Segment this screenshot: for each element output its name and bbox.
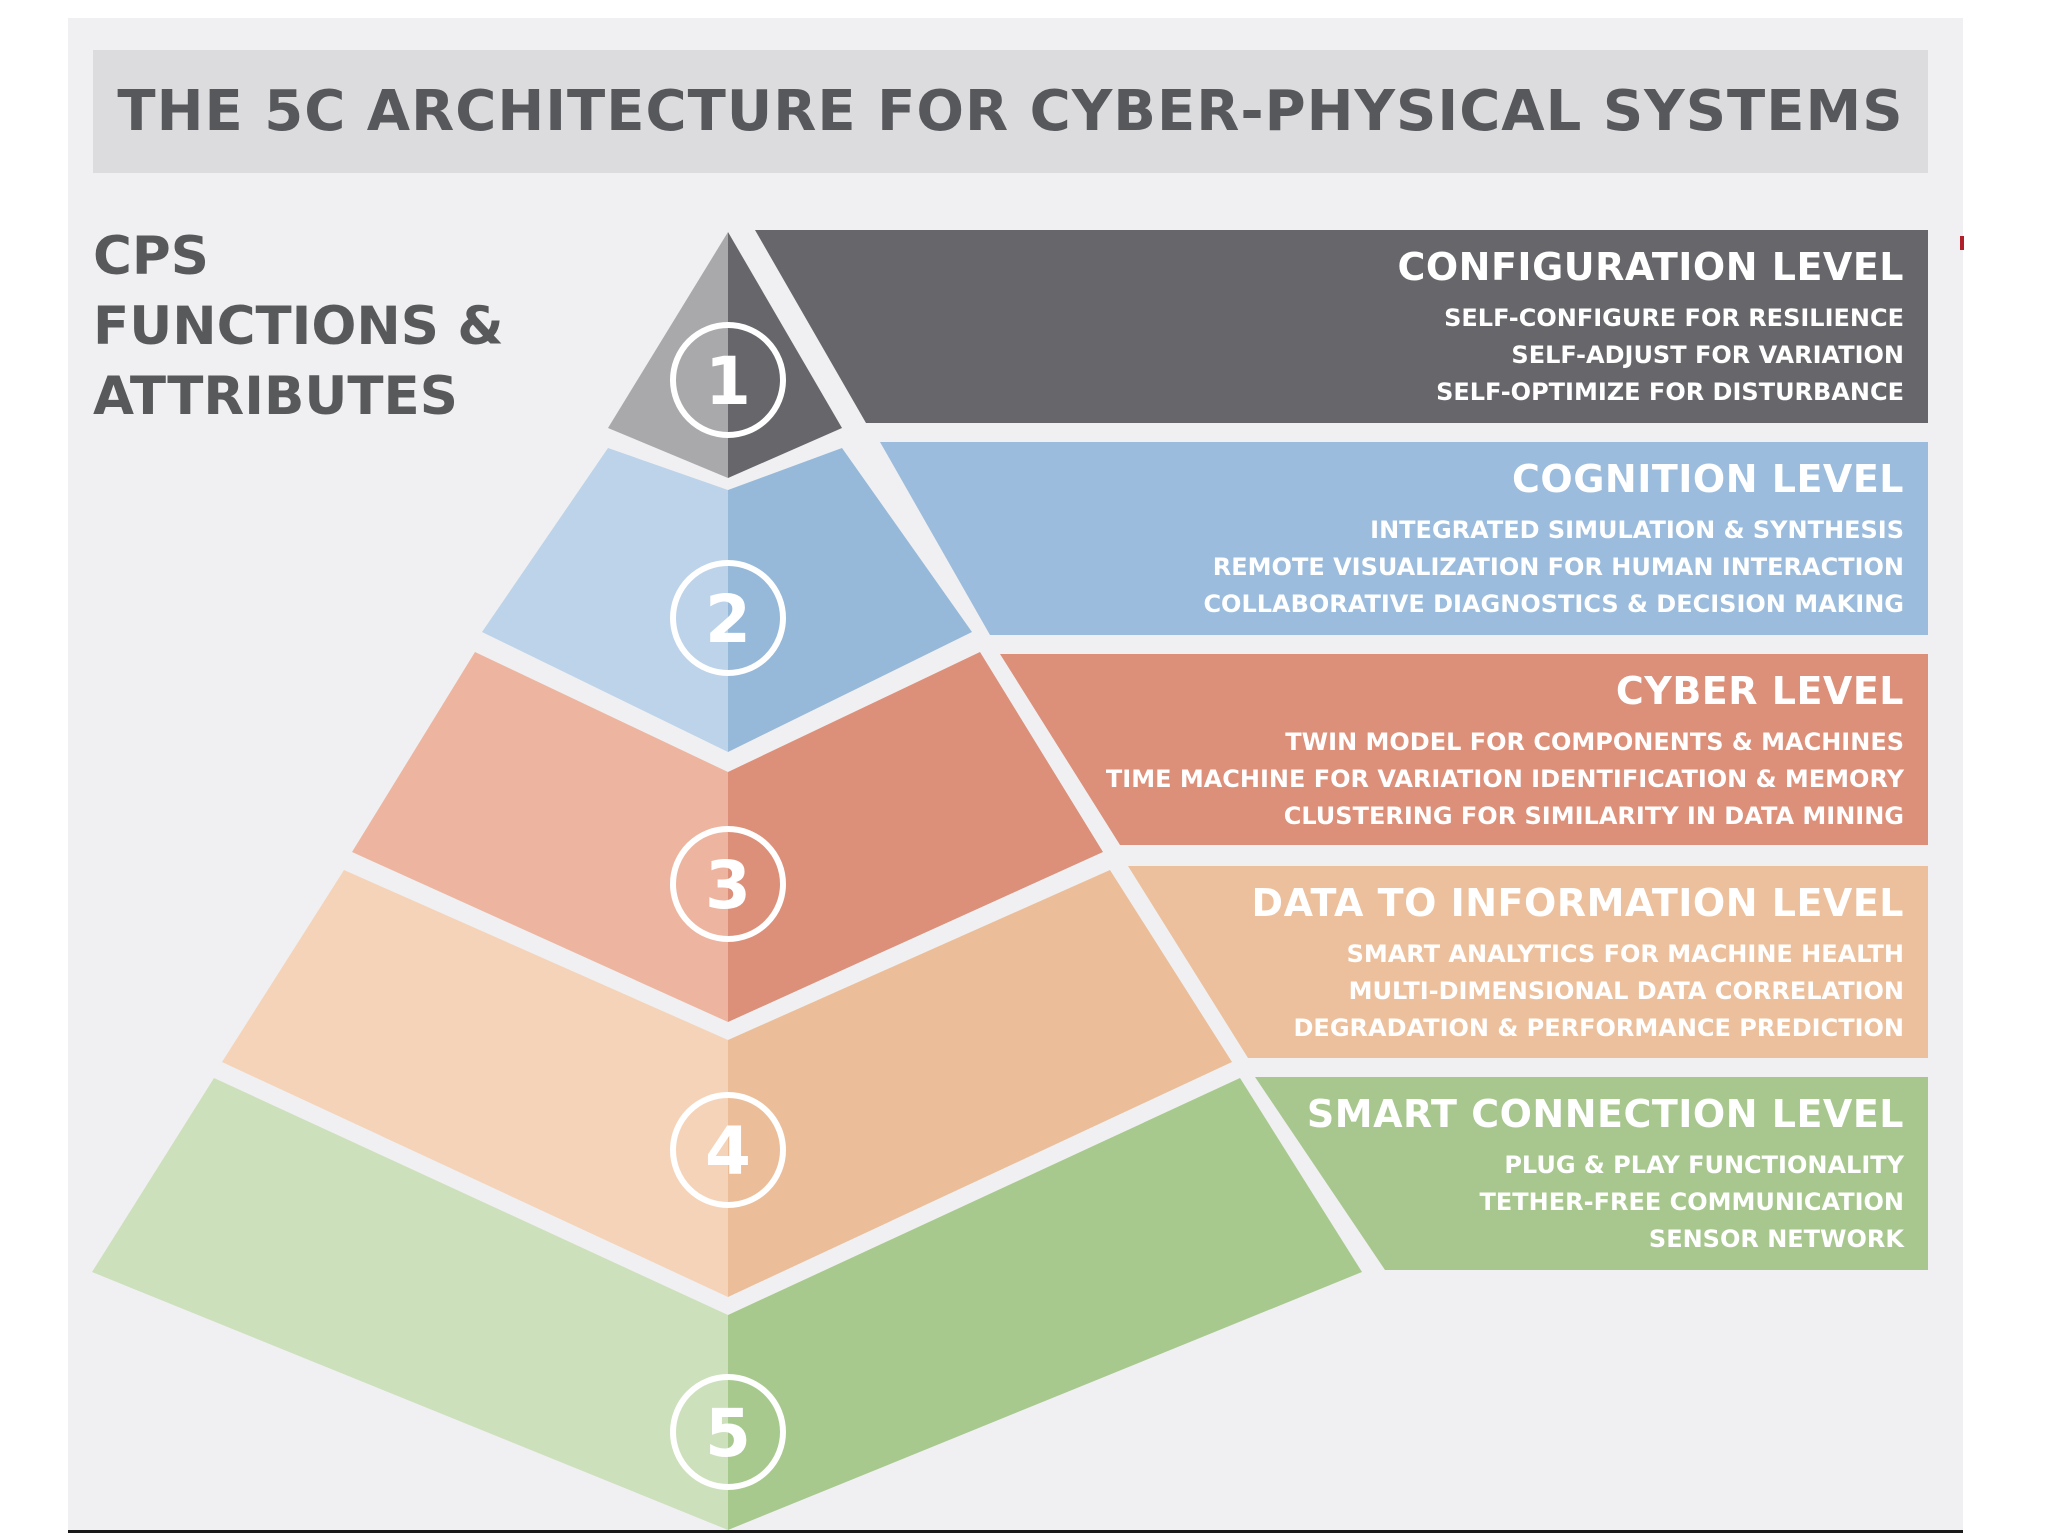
pyramid-tier-2-left [482, 448, 728, 752]
level-3-number-circle [670, 826, 786, 942]
pyramid-tier-2-right [728, 448, 972, 752]
pyramid-tier-3-left [352, 652, 728, 1022]
level-2-band [880, 442, 1928, 635]
side-heading-line-3: ATTRIBUTES [93, 366, 458, 427]
level-4-title: DATA TO INFORMATION LEVEL [1252, 881, 1904, 925]
pyramid: 1 2 3 4 5 [92, 232, 1362, 1530]
level-5-item: SENSOR NETWORK [1649, 1225, 1905, 1253]
pyramid-tier-1-right [728, 232, 842, 478]
level-bands: CONFIGURATION LEVEL SELF-CONFIGURE FOR RE… [755, 230, 1928, 1270]
level-2-item: REMOTE VISUALIZATION FOR HUMAN INTERACTI… [1213, 553, 1904, 581]
level-2-number-circle [670, 560, 786, 676]
pyramid-tier-4-left [222, 870, 728, 1297]
level-5-band [1255, 1077, 1928, 1270]
pyramid-tier-5-right [728, 1078, 1362, 1530]
level-1-title: CONFIGURATION LEVEL [1397, 245, 1904, 289]
level-3-band [1000, 654, 1928, 845]
side-heading: CPS FUNCTIONS & ATTRIBUTES [93, 222, 533, 432]
diagram-title: THE 5C ARCHITECTURE FOR CYBER-PHYSICAL S… [117, 79, 1904, 144]
title-banner: THE 5C ARCHITECTURE FOR CYBER-PHYSICAL S… [93, 50, 1928, 173]
level-4-item: MULTI-DIMENSIONAL DATA CORRELATION [1349, 977, 1904, 1005]
level-3-item: CLUSTERING FOR SIMILARITY IN DATA MINING [1284, 802, 1904, 830]
level-4-number: 4 [705, 1113, 751, 1190]
level-4-number-circle [670, 1092, 786, 1208]
level-2-item: INTEGRATED SIMULATION & SYNTHESIS [1370, 516, 1904, 544]
pyramid-tier-1-left [608, 232, 728, 478]
level-3-item: TWIN MODEL FOR COMPONENTS & MACHINES [1285, 728, 1904, 756]
pyramid-tier-5-left [92, 1078, 728, 1530]
side-heading-line-2: FUNCTIONS & [93, 296, 504, 357]
level-1-band [755, 230, 1928, 423]
level-5-number-circle [670, 1374, 786, 1490]
level-1-number: 1 [705, 343, 751, 420]
level-1-item: SELF-ADJUST FOR VARIATION [1511, 341, 1904, 369]
level-5-item: PLUG & PLAY FUNCTIONALITY [1504, 1151, 1904, 1179]
level-3-item: TIME MACHINE FOR VARIATION IDENTIFICATIO… [1106, 765, 1905, 793]
level-5-item: TETHER-FREE COMMUNICATION [1480, 1188, 1904, 1216]
side-heading-line-1: CPS [93, 226, 209, 287]
pyramid-tier-4-right [728, 870, 1232, 1297]
level-2-item: COLLABORATIVE DIAGNOSTICS & DECISION MAK… [1203, 590, 1904, 618]
level-1-number-circle [670, 322, 786, 438]
level-4-band [1128, 866, 1928, 1058]
bottom-rule [68, 1530, 1963, 1533]
level-5-title: SMART CONNECTION LEVEL [1307, 1092, 1904, 1136]
level-5-number: 5 [705, 1395, 751, 1472]
pyramid-tier-3-right [728, 652, 1103, 1022]
level-4-item: DEGRADATION & PERFORMANCE PREDICTION [1294, 1014, 1905, 1042]
level-4-item: SMART ANALYTICS FOR MACHINE HEALTH [1347, 940, 1904, 968]
level-2-number: 2 [705, 581, 751, 658]
level-1-item: SELF-OPTIMIZE FOR DISTURBANCE [1436, 378, 1904, 406]
level-3-number: 3 [705, 847, 751, 924]
level-1-item: SELF-CONFIGURE FOR RESILIENCE [1444, 304, 1904, 332]
edge-mark [1960, 236, 1964, 250]
level-2-title: COGNITION LEVEL [1512, 457, 1904, 501]
level-3-title: CYBER LEVEL [1616, 669, 1904, 713]
